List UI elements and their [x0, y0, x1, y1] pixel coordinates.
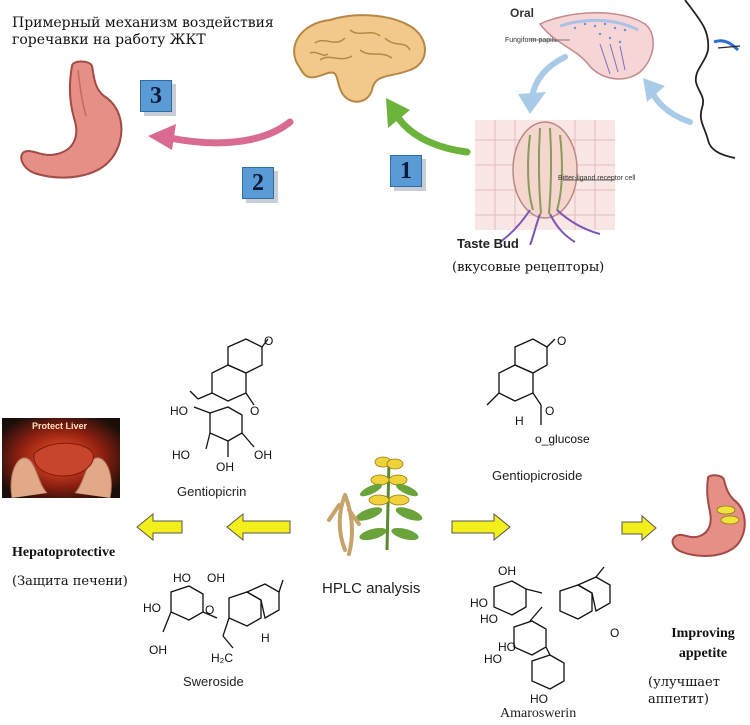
tongue-illustration — [530, 12, 654, 80]
taste-bud-label: Taste Bud — [457, 236, 519, 251]
ho-1: HO — [170, 404, 188, 418]
sw-o: O — [205, 603, 214, 617]
sw-oh-1: OH — [207, 572, 225, 585]
step-3-badge: 3 — [140, 80, 172, 112]
sweroside-structure: HO HO OH OH O H₂C H — [143, 572, 284, 665]
diagram-title: Примерный механизм воздействия горечавки… — [12, 15, 302, 49]
yellow-arrow-right-inner — [451, 512, 511, 542]
step-1-badge: 1 — [390, 155, 422, 187]
gentiopicrin-structure: O O HO HO OH OH — [170, 335, 273, 474]
taste-bud-ru-label: (вкусовые рецепторы) — [452, 260, 605, 275]
hplc-label: HPLC analysis — [322, 580, 421, 597]
pink-arrow — [148, 118, 294, 150]
improving-ru-line-1: (улучшает — [648, 675, 720, 690]
carbonyl-o: O — [264, 335, 273, 348]
improving-line-1: Improving — [671, 626, 735, 641]
sw-ho-1: HO — [143, 601, 161, 615]
gp-h: H — [515, 414, 524, 428]
title-line-2: горечавки на работу ЖКТ — [12, 32, 206, 48]
amaroswerin-label: Amaroswerin — [500, 706, 577, 721]
ring-o: O — [250, 404, 259, 418]
gp-ring-o: O — [545, 404, 554, 418]
gentiopicroside-structure: O O H o_glucose — [486, 335, 590, 446]
protect-liver-image: Protect Liver — [2, 418, 120, 498]
sw-ho-2: HO — [173, 572, 191, 585]
title-line-1: Примерный механизм воздействия — [12, 15, 274, 31]
sw-h: H — [261, 631, 270, 645]
sw-oh-2: OH — [149, 643, 167, 657]
gp-glucose: o_glucose — [535, 432, 590, 446]
improving-appetite-label: Improving appetite — [658, 624, 748, 664]
receptor-label: Bitter-ligand receptor cell — [558, 175, 636, 182]
am-ho-3: HO — [498, 640, 516, 654]
am-ho-1: HO — [470, 596, 488, 610]
am-ho-4: HO — [484, 652, 502, 666]
improving-appetite-ru-label: (улучшает аппетит) — [648, 674, 720, 708]
face-profile — [684, 0, 741, 159]
gp-carbonyl-o: O — [557, 335, 566, 348]
amaroswerin-structure: OH HO HO HO HO HO O — [470, 565, 619, 705]
oral-label: Oral — [510, 6, 535, 20]
am-oh-1: OH — [498, 565, 516, 578]
oh-1: OH — [216, 460, 234, 474]
gentian-plant-illustration — [327, 456, 423, 556]
yellow-arrow-left-inner — [226, 512, 291, 542]
stomach-appetite-illustration — [671, 474, 746, 557]
oh-2: OH — [254, 448, 272, 462]
fungiform-label: Fungiform papillae — [505, 37, 563, 44]
gentiopicrin-label: Gentiopicrin — [177, 484, 247, 499]
stomach-illustration — [20, 60, 123, 179]
green-arrow — [386, 98, 471, 156]
sweroside-label: Sweroside — [183, 674, 244, 689]
am-ho-5: HO — [530, 692, 548, 705]
yellow-arrow-left-outer — [136, 512, 183, 542]
improving-line-2: appetite — [678, 646, 728, 661]
blue-arrow-left — [518, 54, 568, 114]
hepatoprotective-label: Hepatoprotective — [12, 545, 116, 560]
am-ho-2: HO — [480, 612, 498, 626]
taste-bud-illustration — [475, 120, 615, 245]
brain-illustration — [293, 14, 426, 103]
ho-2: HO — [172, 448, 190, 462]
sw-h2c: H₂C — [211, 651, 233, 665]
protect-liver-caption: Protect Liver — [32, 421, 88, 431]
hepatoprotective-ru-label: (Защита печени) — [12, 574, 128, 589]
step-2-badge: 2 — [242, 167, 274, 199]
gentiopicroside-label: Gentiopicroside — [492, 468, 583, 483]
am-o: O — [610, 626, 619, 640]
yellow-arrow-right-outer — [621, 514, 657, 542]
improving-ru-line-2: аппетит) — [648, 692, 709, 707]
blue-arrow-right — [643, 78, 693, 125]
